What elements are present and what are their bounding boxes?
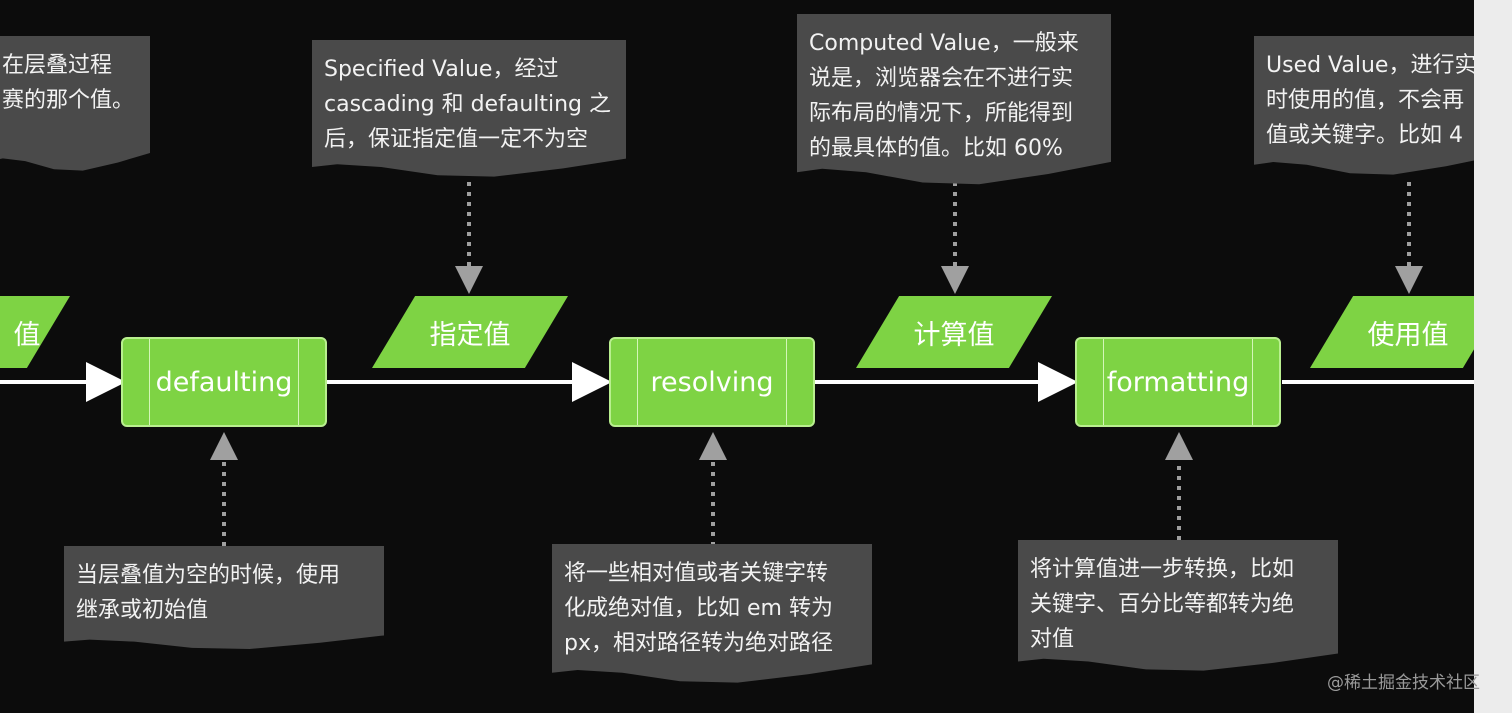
value-node-label: 计算值	[913, 319, 995, 351]
note-line: 际布局的情况下，所能得到	[809, 101, 1074, 126]
note-line: 当层叠值为空的时候，使用	[76, 563, 341, 588]
value-node-specified: 指定值	[372, 296, 568, 368]
note-line: Computed Value，一般来	[809, 31, 1079, 56]
note-line: 化成绝对值，比如 em 转为	[564, 596, 833, 621]
note-cascaded-value: 在层叠过程 赛的那个值。	[0, 36, 150, 171]
diagram-area: 在层叠过程 赛的那个值。 Specified Value，经过 cascadin…	[0, 14, 1474, 683]
process-node-label: defaulting	[155, 366, 293, 398]
note-used-value: Used Value，进行实 时使用的值，不会再 值或关键字。比如 4	[1254, 36, 1474, 175]
value-node-label: 指定值	[429, 319, 511, 351]
note-line: Specified Value，经过	[324, 57, 559, 82]
value-node-label: 使用值	[1367, 319, 1449, 351]
process-node-formatting: formatting	[1075, 337, 1281, 427]
note-line: 关键字、百分比等都转为绝	[1030, 592, 1295, 617]
note-formatting: 将计算值进一步转换，比如 关键字、百分比等都转为绝 对值	[1018, 540, 1338, 671]
process-node-label: resolving	[650, 366, 774, 398]
note-line: Used Value，进行实	[1266, 53, 1474, 78]
value-node-computed: 计算值	[856, 296, 1052, 368]
note-line: 将一些相对值或者关键字转	[564, 561, 829, 586]
note-line: px，相对路径转为绝对路径	[564, 631, 833, 656]
note-line: 值或关键字。比如 4	[1266, 123, 1463, 148]
note-line: 后，保证指定值一定不为空	[324, 127, 589, 152]
note-resolving: 将一些相对值或者关键字转 化成绝对值，比如 em 转为 px，相对路径转为绝对路…	[552, 544, 872, 683]
note-line: 在层叠过程	[2, 53, 113, 78]
process-node-defaulting: defaulting	[121, 337, 327, 427]
note-computed-value: Computed Value，一般来 说是，浏览器会在不进行实 际布局的情况下，…	[797, 14, 1111, 185]
note-defaulting: 当层叠值为空的时候，使用 继承或初始值	[64, 546, 384, 649]
right-edge-strip	[1474, 0, 1512, 713]
note-line: cascading 和 defaulting 之	[324, 92, 612, 117]
note-line: 的最具体的值。比如 60%	[809, 136, 1063, 161]
note-line: 时使用的值，不会再	[1266, 88, 1465, 113]
value-node-cascaded: 值	[0, 296, 70, 368]
note-specified-value: Specified Value，经过 cascading 和 defaultin…	[312, 40, 626, 177]
note-line: 说是，浏览器会在不进行实	[809, 66, 1074, 91]
value-node-used: 使用值	[1310, 296, 1474, 368]
watermark-text: @稀土掘金技术社区	[1327, 673, 1480, 693]
note-line: 对值	[1030, 627, 1075, 652]
process-node-label: formatting	[1106, 366, 1250, 398]
note-line: 赛的那个值。	[2, 88, 135, 113]
note-line: 将计算值进一步转换，比如	[1030, 557, 1295, 582]
process-node-resolving: resolving	[609, 337, 815, 427]
value-node-label: 值	[13, 319, 41, 351]
connector-layer	[0, 182, 1474, 546]
note-line: 继承或初始值	[76, 598, 209, 623]
